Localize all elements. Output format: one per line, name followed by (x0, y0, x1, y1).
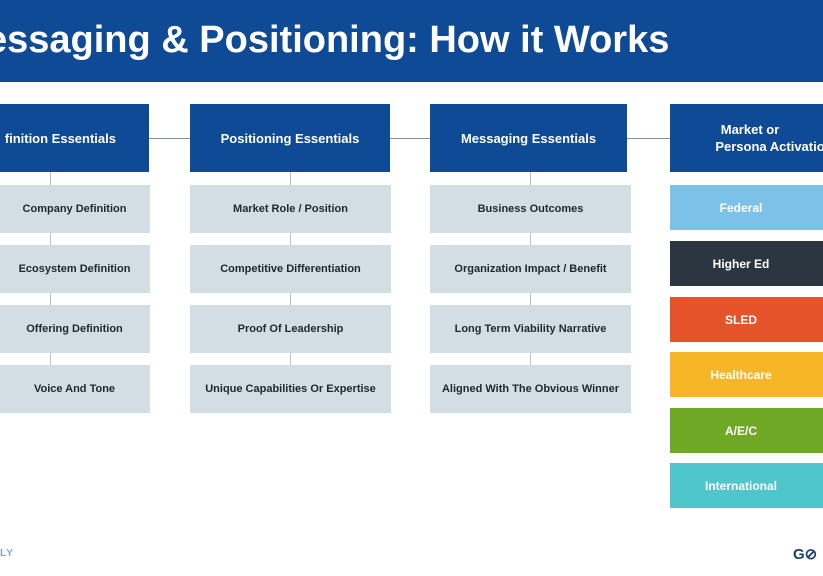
definition-essentials-title: finition Essentials (4, 130, 116, 146)
positioning-item-label: Unique Capabilities Or Expertise (205, 383, 376, 395)
segment-healthcare: Healthcare (670, 352, 823, 397)
definition-item-label: Offering Definition (26, 323, 123, 335)
messaging-item-2: Organization Impact / Benefit (430, 245, 631, 293)
messaging-essentials-title: Messaging Essentials (460, 130, 597, 146)
company-logo: G⊘ (793, 546, 818, 563)
segment-label: Federal (719, 200, 763, 215)
positioning-item-2: Competitive Differentiation (190, 245, 391, 293)
connector-3-4 (627, 138, 670, 139)
segment-aec: A/E/C (670, 408, 823, 453)
definition-item-4: Voice And Tone (0, 365, 150, 413)
messaging-item-label: Long Term Viability Narrative (454, 323, 607, 335)
positioning-essentials-title: Positioning Essentials (220, 130, 360, 146)
positioning-item-4: Unique Capabilities Or Expertise (190, 365, 391, 413)
messaging-item-4: Aligned With The Obvious Winner (430, 365, 631, 413)
messaging-item-3: Long Term Viability Narrative (430, 305, 631, 353)
definition-item-label: Voice And Tone (33, 383, 116, 395)
messaging-item-label: Aligned With The Obvious Winner (441, 383, 620, 395)
segment-label: Healthcare (710, 367, 772, 382)
segment-federal: Federal (670, 185, 823, 230)
positioning-item-label: Market Role / Position (233, 203, 348, 215)
market-header-line-1: Market or (720, 122, 780, 137)
messaging-essentials-header: Messaging Essentials (430, 104, 627, 172)
title-banner: essaging & Positioning: How it Works (0, 0, 823, 82)
page-title: essaging & Positioning: How it Works (0, 19, 670, 61)
definition-item-2: Ecosystem Definition (0, 245, 150, 293)
segment-label: Higher Ed (712, 256, 770, 271)
messaging-item-1: Business Outcomes (430, 185, 631, 233)
positioning-essentials-header: Positioning Essentials (190, 104, 390, 172)
definition-item-label: Company Definition (22, 203, 127, 215)
connector-2-3 (390, 138, 430, 139)
segment-sled: SLED (670, 297, 823, 342)
connector-1-2 (149, 138, 190, 139)
footer-brand-text: LY (0, 548, 14, 559)
segment-international: International (670, 463, 823, 508)
definition-item-1: Company Definition (0, 185, 150, 233)
messaging-item-label: Business Outcomes (477, 203, 584, 215)
segment-label: A/E/C (724, 423, 757, 438)
definition-essentials-header: finition Essentials (0, 104, 149, 172)
market-activation-header: Market or Persona Activatio (670, 104, 823, 172)
positioning-item-label: Competitive Differentiation (220, 263, 361, 275)
segment-label: International (704, 478, 777, 493)
segment-higher-ed: Higher Ed (670, 241, 823, 286)
positioning-item-1: Market Role / Position (190, 185, 391, 233)
market-header-line-2: Persona Activatio (715, 139, 823, 154)
positioning-item-label: Proof Of Leadership (237, 323, 344, 335)
positioning-item-3: Proof Of Leadership (190, 305, 391, 353)
segment-label: SLED (724, 312, 757, 327)
definition-item-label: Ecosystem Definition (18, 263, 131, 275)
messaging-item-label: Organization Impact / Benefit (454, 263, 607, 275)
definition-item-3: Offering Definition (0, 305, 150, 353)
